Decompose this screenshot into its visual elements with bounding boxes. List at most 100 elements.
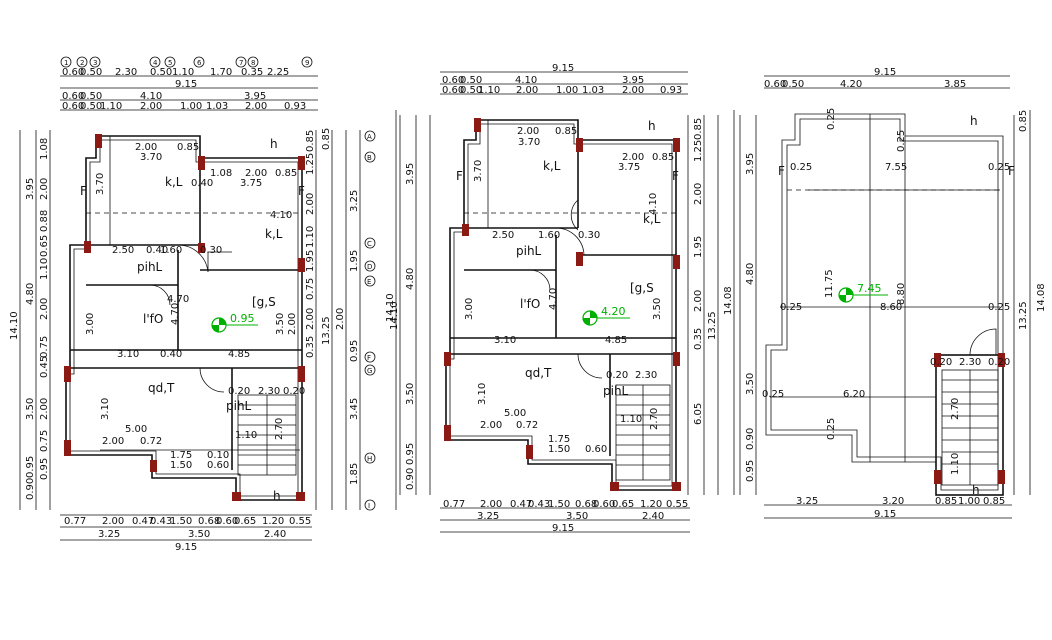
left-dimension-total: 14.10 [389,301,400,330]
bottom-dimensions-row-2: 3.25 3.50 2.40 [477,511,664,522]
bottom-dimensions-row-2: 3.25 3.50 2.40 [98,529,286,540]
left-dimensions-inner: 1.08 2.00 0.88 0.65 1.10 2.00 0.75 0.45 … [39,138,50,480]
dim-text: 0.50 [80,91,102,102]
dim-text: 1.10 [39,258,50,280]
plan-first-floor: 9.15 0.60 0.50 4.10 3.95 0.60 0.50 1.10 … [389,63,735,534]
dim-text: 11.75 [824,269,835,298]
staircase [615,384,671,481]
dim-text: 0.85 [935,496,957,507]
dim-text: 3.75 [618,162,640,173]
dim-text: 1.03 [582,85,604,96]
dim-text: 3.95 [622,75,644,86]
dim-text: 0.60 [442,75,464,86]
room-dimensions-vertical: 3.70 4.10 3.00 4.70 3.50 3.10 2.70 [464,160,663,430]
dim-text: 2.00 [102,516,124,527]
door-swings [969,328,997,356]
staircase [941,369,999,486]
dim-text: 2.00 [516,85,538,96]
grid-row-c: C [367,240,372,248]
dim-text: 0.95 [39,458,50,480]
room-label-kitchen: k,L [165,175,183,189]
dim-text: 0.25 [790,162,812,173]
level-marker-first: 4.20 [582,305,630,326]
dim-text: 3.75 [240,178,262,189]
right-dimension-subtotal: 13.25 [1018,301,1029,330]
door-swings [529,199,603,379]
dim-text: 0.25 [826,418,837,440]
top-dimensions-row-1: 0.60 0.50 2.30 0.50 1.10 1.70 0.35 2.25 [62,67,289,78]
room-dimensions: 2.00 0.85 3.70 1.08 2.00 0.85 3.75 4.10 … [102,142,305,471]
dim-text: 2.50 [112,245,134,256]
dim-text: 1.25 [305,153,316,175]
room-label-dining: [g,S [252,295,276,309]
dim-text: 1.10 [620,414,642,425]
level-marker-ground: 0.95 [211,312,258,333]
room-label-toilet: pihL [516,244,542,258]
dim-text: 0.95 [405,443,416,465]
dim-text: 4.20 [840,79,862,90]
dim-text: 0.20 [228,386,250,397]
dim-text: 0.35 [693,328,704,350]
top-dimension-total: 9.15 [552,63,574,74]
room-label-stair: pihL [226,399,252,413]
dim-text: 3.00 [85,313,96,335]
dim-text: 0.25 [826,108,837,130]
section-mark-f-right: F [1008,164,1015,178]
dim-text: 2.00 [622,152,644,163]
dim-text: 3.10 [100,398,111,420]
grid-col-9: 9 [305,59,309,67]
dim-text: 0.40 [160,349,182,360]
grid-col-4: 4 [153,59,158,67]
dim-text: 2.00 [693,290,704,312]
room-label-bedroom: k,L [265,227,283,241]
dim-text: 0.30 [200,245,222,256]
dim-text: 3.00 [464,298,475,320]
grid-row-a: A [367,133,372,141]
dim-text: 1.20 [262,516,284,527]
dim-text: 0.75 [39,336,50,358]
dim-text: 0.40 [146,245,168,256]
dim-text: 0.25 [896,130,907,152]
grid-col-3: 3 [93,59,97,67]
columns [934,353,1005,484]
dim-text: 3.25 [98,529,120,540]
dim-text: 3.95 [405,163,416,185]
dim-text: 0.35 [241,67,263,78]
dim-text: 0.65 [39,235,50,257]
dim-text: 1.75 [170,450,192,461]
dim-text: 0.85 [177,142,199,153]
dim-text: 0.68 [198,516,220,527]
dim-text: 1.00 [180,101,202,112]
dim-text: 0.72 [516,420,538,431]
dim-text: 0.60 [207,460,229,471]
grid-row-g: G [367,367,372,375]
dim-text: 2.30 [959,357,981,368]
walls [445,119,677,491]
dim-text: 3.25 [349,190,360,212]
dim-text: 2.70 [649,408,660,430]
dim-text: 0.43 [150,516,172,527]
dim-text: 3.10 [117,349,139,360]
grid-row-f: F [367,354,371,362]
grid-row-h: H [367,455,372,463]
level-value: 0.95 [230,312,255,325]
room-label-bath: l'fO [143,312,163,326]
terrace-dimensions: 0.25 0.25 0.25 7.55 0.25 11.75 0.25 8.80… [762,108,1010,475]
dim-text: 0.50 [782,79,804,90]
dim-text: 0.25 [988,162,1010,173]
dim-text: 3.25 [477,511,499,522]
dim-text: 0.85 [652,152,674,163]
dim-text: 3.45 [349,398,360,420]
dim-text: 3.20 [882,496,904,507]
dim-text: 4.10 [140,91,162,102]
dim-text: 0.88 [39,210,50,232]
dim-text: 2.00 [335,308,346,330]
level-value: 7.45 [857,282,882,295]
dim-text: 8.60 [880,302,902,313]
dim-text: 1.10 [478,85,500,96]
level-value: 4.20 [601,305,626,318]
dim-text: 4.85 [228,349,250,360]
section-mark-f-left: F [456,169,463,183]
dim-text: 0.93 [284,101,306,112]
room-label-toilet: pihL [137,260,163,274]
